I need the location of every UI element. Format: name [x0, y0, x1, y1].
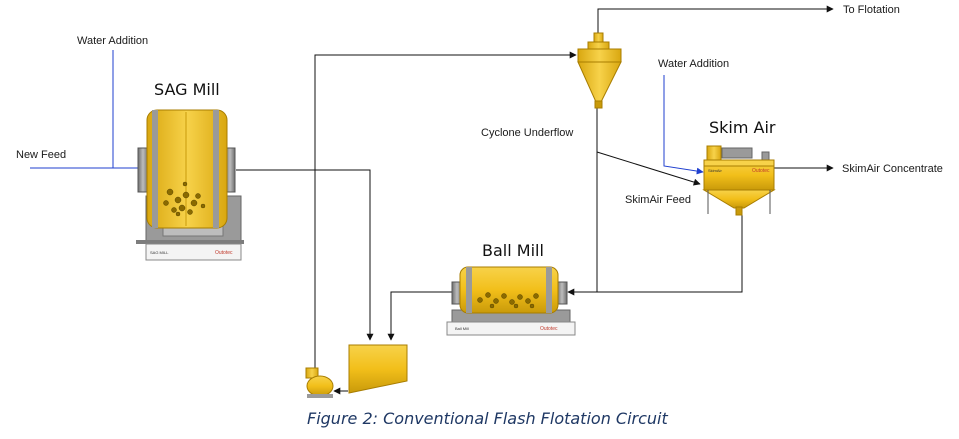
sump-box [348, 344, 408, 394]
ball-mill-title: Ball Mill [482, 241, 544, 260]
water-addition-right-label: Water Addition [658, 58, 729, 70]
ball-mill-shell [459, 266, 559, 314]
ball-mill-discharge-line [387, 291, 455, 341]
cyclone [577, 32, 622, 109]
water-addition-left-label: Water Addition [77, 35, 148, 47]
sag-mill: SAG MILL Outotec [136, 109, 244, 261]
sag-discharge-line [236, 169, 374, 341]
cyclone-cone [577, 61, 622, 103]
flow-lines [30, 5, 834, 395]
cyclone-underflow-label: Cyclone Underflow [481, 127, 573, 139]
water-addition-left-line [112, 50, 146, 169]
sag-mill-title: SAG Mill [154, 80, 220, 99]
ball-mill-grinding-media [477, 292, 539, 309]
ball-mill-plate [446, 321, 576, 336]
skim-air-brand: Outotec [752, 168, 770, 174]
skim-air-cell: SkimAir Outotec [702, 145, 776, 216]
figure-caption: Figure 2: Conventional Flash Flotation C… [307, 409, 668, 428]
skimair-feed-label: SkimAir Feed [625, 194, 691, 206]
skimair-tails-line [567, 215, 743, 296]
skimair-feed-line [596, 151, 701, 186]
pump-sump [305, 344, 408, 398]
ball-mill-plate-text: Ball Mill [455, 326, 469, 331]
skimair-concentrate-label: SkimAir Concentrate [842, 163, 943, 175]
pump-to-cyclone-line [314, 51, 577, 368]
sag-mill-plate-text: SAG MILL [150, 250, 169, 255]
skim-air-plate-text: SkimAir [708, 168, 722, 173]
slurry-pump [305, 367, 334, 398]
skim-air-title: Skim Air [709, 118, 776, 137]
cyclone-overflow-line [597, 5, 834, 35]
water-addition-right-line [663, 75, 704, 175]
to-flotation-label: To Flotation [843, 4, 900, 16]
sag-mill-brand: Outotec [215, 250, 233, 256]
sag-mill-shell [146, 109, 228, 229]
new-feed-label: New Feed [16, 149, 66, 161]
ball-mill: Ball Mill Outotec [446, 266, 576, 336]
ball-mill-brand: Outotec [540, 326, 558, 332]
sag-mill-grinding-media [163, 181, 206, 217]
sag-mill-plate [145, 243, 242, 261]
